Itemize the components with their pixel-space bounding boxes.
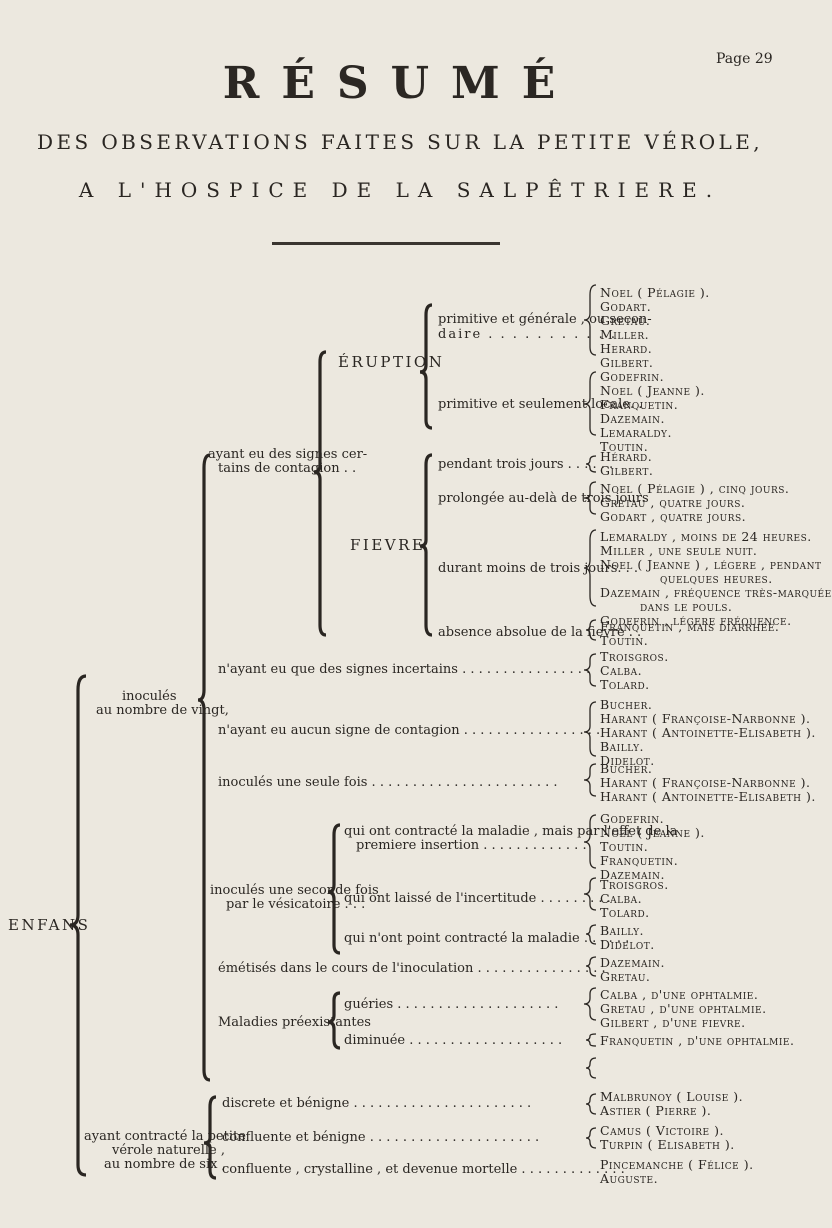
name-item: Turpin ( Elisabeth ). (600, 1137, 735, 1152)
name-item: Bailly. (600, 739, 645, 754)
name-item: Didelot. (600, 753, 655, 768)
name-item: Tolard. (600, 905, 650, 920)
name-item: Lemaraldy , moins de 24 heures. (600, 529, 812, 544)
subtitle-line-2: A L'HOSPICE DE LA SALPÊTRIERE. (78, 178, 722, 202)
seconde-fois-label-1: inoculés une seconde fois (210, 883, 379, 898)
discrete-label: discrete et bénigne . . . . . . . . . . … (222, 1096, 532, 1111)
eruption-generale-label-2: daire . . . . . . . . . . . (438, 327, 618, 342)
mortelle-label: confluente , crystalline , et devenue mo… (222, 1162, 625, 1177)
name-item: Bailly. (600, 923, 645, 938)
name-item: Harant ( Antoinette-Elisabeth ). (600, 725, 816, 740)
name-item: Toutin. (600, 839, 649, 854)
name-item: Miller. (600, 327, 650, 342)
page-title: RÉSUMÉ (222, 58, 578, 109)
name-item: Miller , une seule nuit. (600, 543, 758, 558)
name-item: Pincemanche ( Félice ). (600, 1157, 754, 1172)
name-item: Harant ( Antoinette-Elisabeth ). (600, 789, 816, 804)
gueries-label: guéries . . . . . . . . . . . . . . . . … (344, 997, 559, 1012)
name-item: Lemaraldy. (600, 425, 672, 440)
name-item: Dazemain. (600, 955, 665, 970)
name-item: dans le pouls. (640, 599, 733, 614)
name-item: Godefrin. (600, 369, 665, 384)
preexistantes-label: Maladies préexistantes (218, 1015, 371, 1030)
name-item: Gilbert. (600, 355, 654, 370)
name-item: Malbrunoy ( Louise ). (600, 1089, 744, 1104)
name-item: Noel ( Pélagie ) , cinq jours. (600, 481, 790, 496)
name-item: Dazemain. (600, 867, 665, 882)
name-item: Hérard. (600, 449, 653, 464)
name-item: Harant ( Françoise-Narbonne ). (600, 775, 811, 790)
fievre-label: FIEVRE (350, 536, 426, 554)
name-item: Astier ( Pierre ). (600, 1103, 712, 1118)
name-item: Calba. (600, 663, 643, 678)
name-item: Didelot. (600, 937, 655, 952)
name-item: Calba , d'une ophtalmie. (600, 987, 759, 1002)
aucun-label: n'ayant eu aucun signe de contagion . . … (218, 723, 601, 738)
name-item: Dazemain , fréquence très-marquée (600, 585, 832, 600)
name-item: Gretau , quatre jours. (600, 495, 746, 510)
name-item: Franquetin. (600, 397, 679, 412)
fievre-trois-jours-label: pendant trois jours . . . . . . (438, 457, 614, 472)
name-item: Franquetin , d'une ophtalmie. (600, 1033, 795, 1048)
name-item: Camus ( Victoire ). (600, 1123, 724, 1138)
fievre-absence-label: absence absolue de la fievre . . (438, 625, 642, 640)
name-item: Franquetin. (600, 853, 679, 868)
name-item: Gilbert , d'une fievre. (600, 1015, 746, 1030)
contagion-label-2: tains de contagion . . (218, 461, 357, 476)
fievre-prolongee-label: prolongée au-delà de trois jours (438, 491, 649, 506)
naturelle-label-2: vérole naturelle , (112, 1143, 225, 1158)
name-item: Godefrin. (600, 811, 665, 826)
name-item: Noel ( Pélagie ). (600, 285, 710, 300)
name-item: Tolard. (600, 677, 650, 692)
name-item: Bucher. (600, 761, 653, 776)
name-item: quelques heures. (660, 571, 773, 586)
name-item: Noel ( Jeanne ) , légere , pendant (600, 557, 822, 572)
une-fois-label: inoculés une seule fois . . . . . . . . … (218, 775, 558, 790)
inocules-label-1: inoculés (122, 689, 177, 704)
point-label: qui n'ont point contracté la maladie . .… (344, 931, 630, 946)
emetises-label: émétisés dans le cours de l'inoculation … (218, 961, 606, 976)
fievre-moins-label: durant moins de trois jours. . . (438, 561, 639, 576)
name-item: Harant ( Françoise-Narbonne ). (600, 711, 811, 726)
confluente-label: confluente et bénigne . . . . . . . . . … (222, 1130, 540, 1145)
root-label-enfans: ENFANS (8, 916, 91, 934)
eruption-label: ÉRUPTION (338, 353, 445, 371)
incertains-label: n'ayant eu que des signes incertains . .… (218, 662, 591, 677)
name-item: Godefrin , légere fréquence. (600, 613, 792, 628)
naturelle-label-3: au nombre de six , (104, 1157, 226, 1172)
incertitude-label: qui ont laissé de l'incertitude . . . . … (344, 891, 611, 906)
name-item: Gretau. (600, 969, 651, 984)
contracte-label-1: qui ont contracté la maladie , mais par … (344, 824, 678, 839)
name-item: Toutin. (600, 439, 649, 454)
name-item: Bucher. (600, 697, 653, 712)
name-item: Toutin. (600, 633, 649, 648)
eruption-locale-label: primitive et seulement locale. . (438, 397, 643, 412)
name-item: Godart. (600, 299, 652, 314)
subtitle-line-1: DES OBSERVATIONS FAITES SUR LA PETITE VÉ… (37, 130, 763, 154)
name-item: Calba. (600, 891, 643, 906)
name-item: Noel ( Jeanne ). (600, 825, 705, 840)
name-item: Herard. (600, 341, 653, 356)
name-item: Noel ( Jeanne ). (600, 383, 705, 398)
contagion-label-1: ayant eu des signes cer- (208, 447, 368, 462)
eruption-generale-label-1: primitive et générale , ou secon- (438, 312, 652, 327)
name-item: Auguste. (600, 1171, 659, 1186)
inocules-label-2: au nombre de vingt, (96, 703, 229, 718)
naturelle-label-1: ayant contracté la petite (84, 1129, 246, 1144)
name-item: Troisgros. (600, 877, 669, 892)
name-item: Gilbert. (600, 463, 654, 478)
contracte-label-2: premiere insertion . . . . . . . . . . .… (356, 838, 587, 853)
name-item: Godart , quatre jours. (600, 509, 747, 524)
page-number: Page 29 (716, 51, 773, 67)
name-item: Franquetin , mais diarrhée. (600, 619, 780, 634)
name-item: Troisgros. (600, 649, 669, 664)
name-item: Gretau , d'une ophtalmie. (600, 1001, 767, 1016)
seconde-fois-label-2: par le vésicatoire . . . (226, 897, 366, 912)
title-rule (272, 242, 500, 245)
name-item: Dazemain. (600, 411, 665, 426)
name-item: Gretau. (600, 313, 651, 328)
diminuee-label: diminuée . . . . . . . . . . . . . . . .… (344, 1033, 563, 1048)
